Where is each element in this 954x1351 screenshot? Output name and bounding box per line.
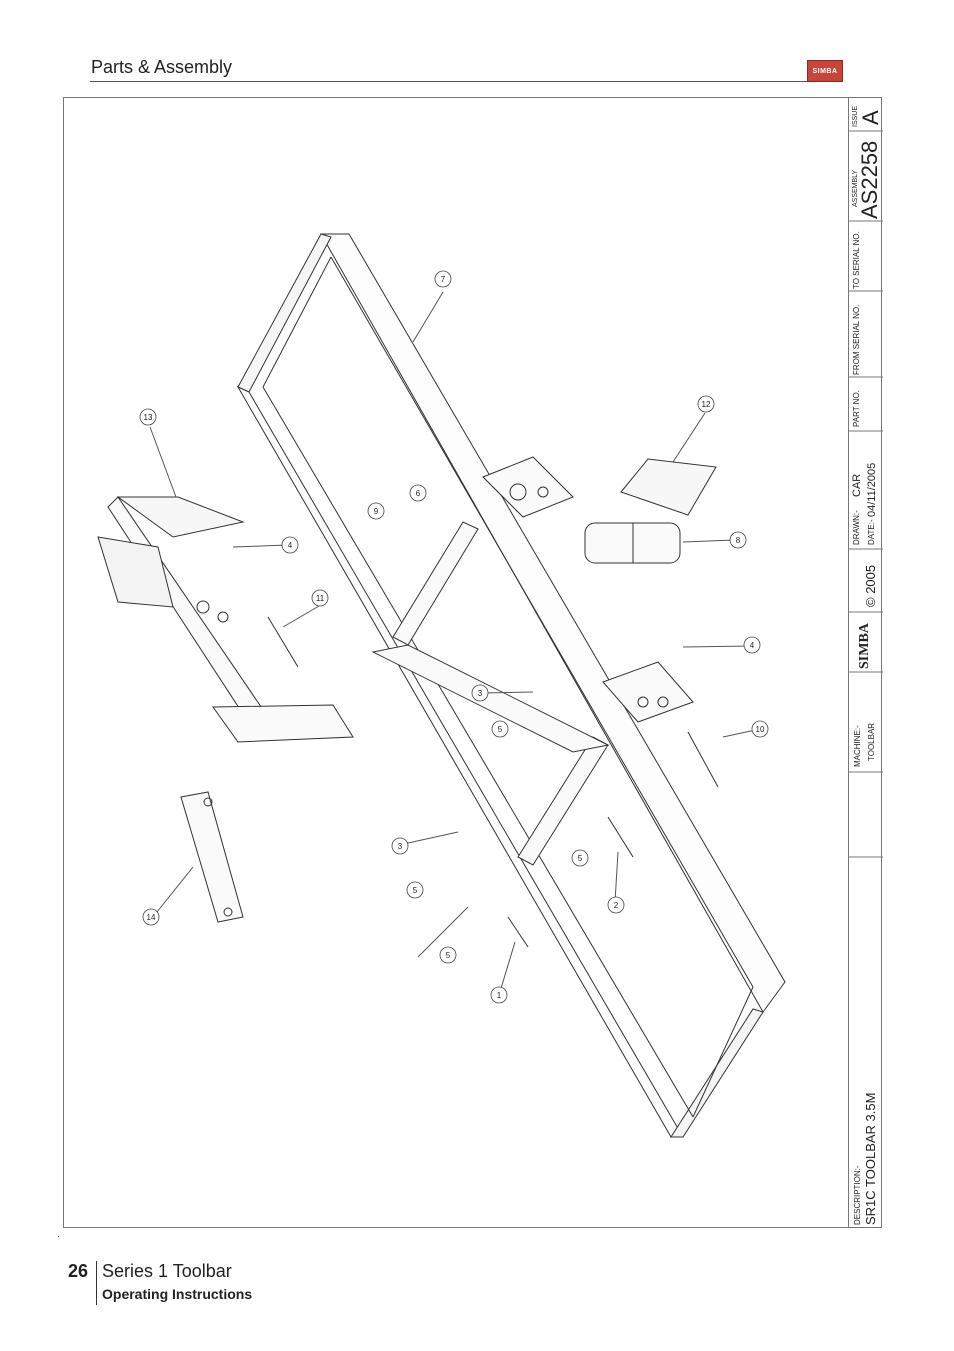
margin-mark (58, 1236, 59, 1237)
headstock-part (97, 496, 354, 743)
hitch-bracket-lower (602, 661, 694, 723)
date-label: DATE:- (867, 519, 876, 545)
footer-title: Series 1 Toolbar (102, 1261, 232, 1281)
pins (267, 616, 719, 948)
footer-subtitle: Operating Instructions (102, 1286, 253, 1302)
header-rule (90, 81, 841, 82)
link-arm-part (180, 791, 244, 923)
machine-label: MACHINE:- (853, 725, 862, 767)
simba-logo: SIMBA (807, 60, 843, 82)
cross-members (371, 521, 610, 866)
main-frame-part (236, 233, 786, 1138)
description-label: DESCRIPTION:- (853, 1165, 862, 1225)
title-block-grid (849, 130, 883, 858)
brand-logo-text: SIMBA (857, 623, 872, 669)
description-value: SR1C TOOLBAR 3.5M (863, 1092, 878, 1225)
title-block: ISSUE A ASSEMBLY AS2258 TO SERIAL NO. FR… (848, 97, 883, 1228)
assembly-value: AS2258 (857, 140, 882, 219)
page-number: 26 (68, 1261, 89, 1281)
machine-value: TOOLBAR (867, 722, 876, 761)
date-value: 04/11/2005 (866, 462, 878, 517)
canister-part (584, 522, 681, 564)
drawn-label: DRAWN:- (852, 510, 861, 545)
leader-lines (149, 291, 761, 996)
drawing-frame (63, 97, 882, 1228)
exploded-assembly-drawing (97, 233, 786, 1138)
issue-value: A (858, 110, 883, 125)
to-serial-label: TO SERIAL NO. (852, 231, 861, 289)
hitch-bracket-upper (482, 456, 574, 518)
copyright-text: © 2005 (863, 564, 878, 607)
page-header-title: Parts & Assembly (91, 57, 233, 77)
part-no-label: PART NO. (852, 390, 861, 427)
footer-divider (96, 1261, 97, 1305)
from-serial-label: FROM SERIAL NO. (852, 304, 861, 375)
drawn-value: CAR (851, 473, 863, 497)
manual-part (620, 458, 717, 516)
